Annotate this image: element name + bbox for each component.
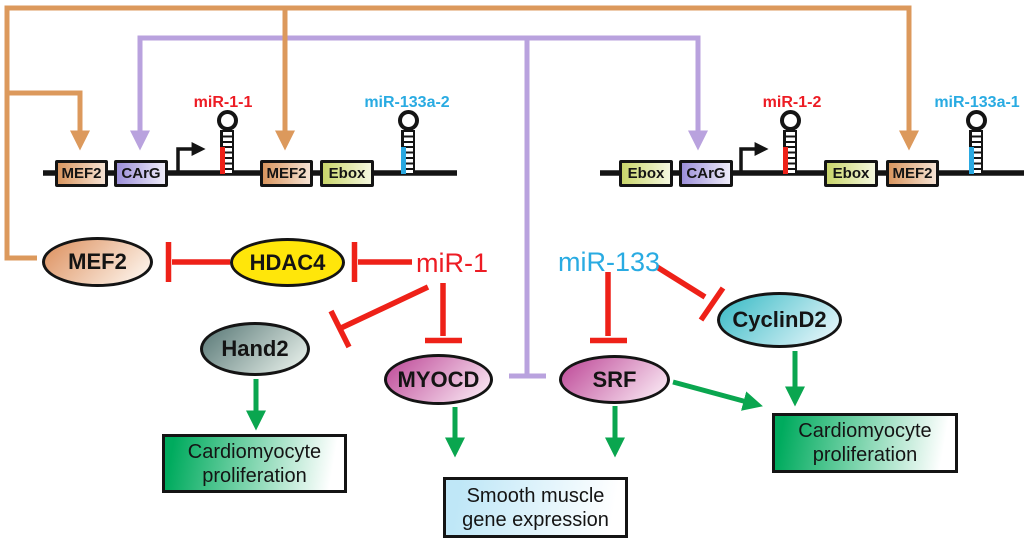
activation-arrow-mef2-right-site	[4, 5, 919, 261]
mir-1-1-label: miR-1-1	[193, 94, 253, 111]
inhibition-mir1-hdac4	[351, 242, 412, 282]
mef2-site-activation-path	[4, 5, 919, 261]
hand2-oval: Hand2	[200, 322, 310, 376]
left-locus-mef2-site-1: MEF2	[55, 160, 108, 187]
transcription-start-arrows	[176, 142, 769, 171]
mir-1-1-hairpin-icon	[216, 110, 238, 174]
hairpin-loop-icon	[965, 110, 987, 131]
mir-1-strand-icon	[220, 147, 225, 174]
activation-arrow-srf-left-carg	[130, 35, 530, 376]
mir-133-strand-icon	[401, 147, 406, 174]
hairpin-loop-icon	[216, 110, 238, 131]
myocd-oval: MYOCD	[384, 354, 493, 405]
right-locus-mef2-site: MEF2	[886, 160, 939, 187]
outcome-smooth-muscle-gene-expression: Smooth muscle gene expression	[443, 477, 628, 538]
right-locus-ebox-site-2: Ebox	[824, 160, 878, 187]
hairpin-stem-icon	[401, 130, 415, 174]
mef2-oval: MEF2	[42, 237, 153, 287]
mir-1-2-label: miR-1-2	[762, 94, 822, 111]
srf-oval: SRF	[559, 355, 670, 404]
mir-1-text: miR-1	[416, 248, 488, 278]
outcome-cardiomyocyte-proliferation-right: Cardiomyocyte proliferation	[772, 413, 958, 473]
outcome-cardiomyocyte-proliferation-left: Cardiomyocyte proliferation	[162, 434, 347, 493]
mir-1-strand-icon	[783, 147, 788, 174]
hdac4-oval: HDAC4	[230, 238, 345, 287]
activation-arrow-srf-right-carg	[527, 35, 708, 151]
hairpin-stem-icon	[783, 130, 797, 174]
hairpin-loop-icon	[779, 110, 801, 131]
srf-carg-activation-path	[130, 35, 708, 379]
inhibition-hdac4-mef2	[165, 242, 230, 282]
right-locus-carg-site: CArG	[679, 160, 733, 187]
left-locus-ebox-site: Ebox	[320, 160, 374, 187]
arrow-srf-cardioprolif	[672, 379, 763, 411]
inhibition-lines	[165, 242, 726, 349]
mir-133-text: miR-133	[558, 247, 661, 277]
hairpin-stem-icon	[220, 130, 234, 174]
left-locus-mef2-site-2: MEF2	[260, 160, 313, 187]
inhibition-mir1-hand2	[328, 284, 430, 349]
right-locus-ebox-site-1: Ebox	[619, 160, 673, 187]
inhibition-mir1-myocd	[425, 283, 462, 344]
transcription-start-arrow-right	[739, 142, 769, 171]
inhibition-mir133-cyclind2	[655, 264, 726, 322]
left-locus-carg-site: CArG	[114, 160, 168, 187]
hairpin-stem-icon	[969, 130, 983, 174]
mir-1-2-hairpin-icon	[779, 110, 801, 174]
mir-133a-2-hairpin-icon	[397, 110, 419, 174]
mir-133a-1-label: miR-133a-1	[934, 94, 1020, 111]
activation-arrows	[246, 351, 805, 458]
mir-133-strand-icon	[969, 147, 974, 174]
hairpin-loop-icon	[397, 110, 419, 131]
activation-arrow-mef2-left-site1	[7, 90, 90, 151]
mir-133a-2-label: miR-133a-2	[364, 94, 450, 111]
mir-133a-1-hairpin-icon	[965, 110, 987, 174]
inhibition-mir133-srf	[590, 272, 627, 344]
transcription-start-arrow-left	[176, 142, 206, 171]
cyclind2-oval: CyclinD2	[717, 292, 842, 348]
